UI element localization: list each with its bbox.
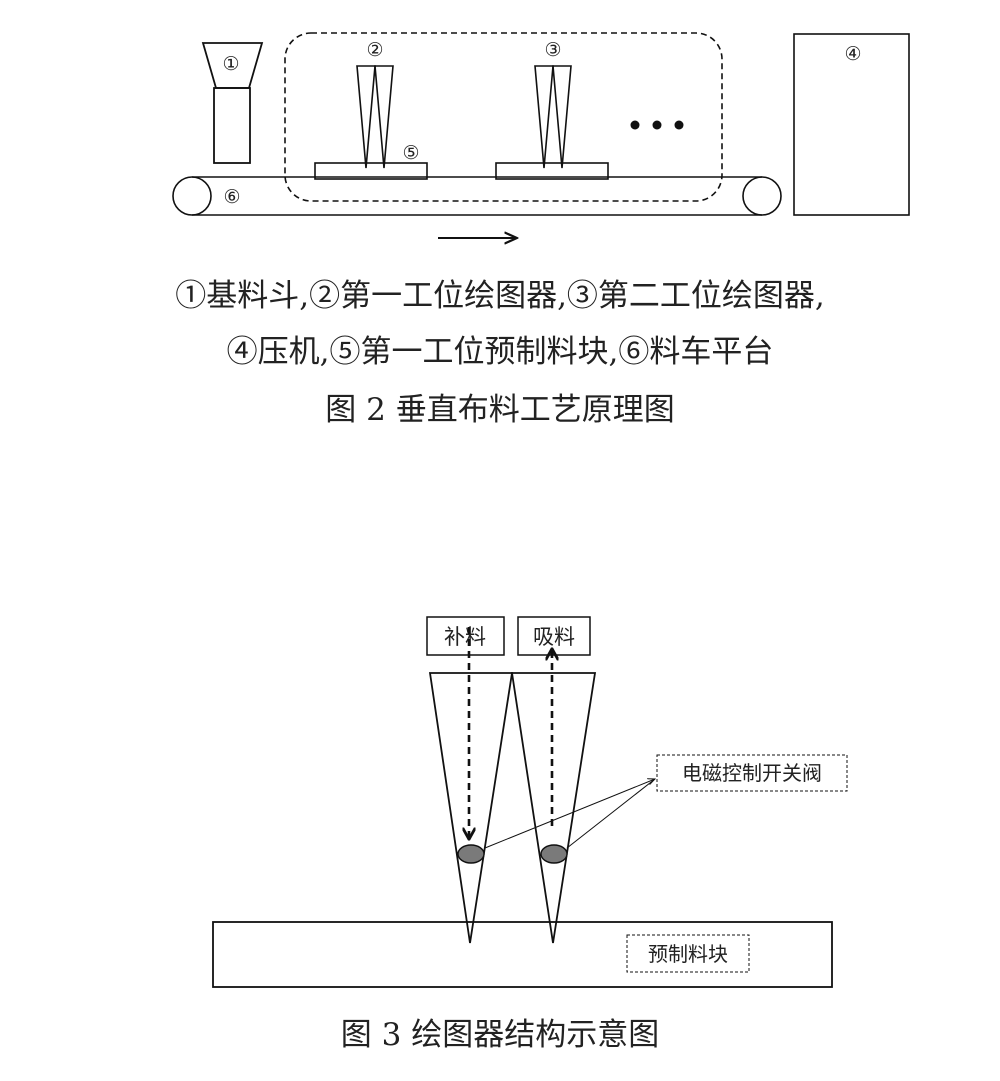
marker-4: ④ xyxy=(844,43,861,65)
marker-3: ③ xyxy=(544,39,561,61)
figure-2-diagram: ① ② ⑤ ③ ⑥ xyxy=(172,32,910,238)
suck-nozzle-cone xyxy=(510,672,597,944)
marker-1: ① xyxy=(222,53,239,75)
valve-label: 电磁控制开关阀 xyxy=(682,761,822,785)
valve-pointer-left xyxy=(484,779,655,849)
ellipsis-dots xyxy=(630,120,684,130)
fill-material-label: 补料 xyxy=(444,625,486,649)
press-machine: ④ xyxy=(793,33,910,216)
marker-5: ⑤ xyxy=(402,142,419,164)
block-label: 预制料块 xyxy=(648,942,728,966)
drawing-station-area xyxy=(284,32,723,202)
valve-ellipse-right xyxy=(540,844,568,864)
conveyor-platform: ⑥ xyxy=(172,176,782,216)
fill-material-label-box: 补料 xyxy=(426,616,505,656)
figure-3-caption: 图 3 绘图器结构示意图 xyxy=(341,1017,659,1053)
suck-material-label: 吸料 xyxy=(533,625,575,649)
plotter-station-2: ③ xyxy=(534,39,572,169)
valve-pointer-right xyxy=(566,778,656,849)
figure-2-legend-line-2: ④压机,⑤第一工位预制料块,⑥料车平台 xyxy=(227,334,774,370)
figure-2-caption: 图 2 垂直布料工艺原理图 xyxy=(325,392,674,428)
block-label-box: 预制料块 xyxy=(626,934,750,973)
base-hopper: ① xyxy=(201,42,264,164)
suck-material-label-box: 吸料 xyxy=(517,616,591,656)
valve-label-box: 电磁控制开关阀 xyxy=(656,754,848,792)
preformed-block xyxy=(212,921,833,988)
fill-nozzle-cone xyxy=(428,672,514,944)
figure-3-diagram: 补料 吸料 电磁控制开关阀 预制料块 xyxy=(212,616,848,988)
marker-6: ⑥ xyxy=(223,186,240,208)
figure-2-legend-line-1: ①基料斗,②第一工位绘图器,③第二工位绘图器, xyxy=(175,278,825,314)
marker-2: ② xyxy=(366,39,383,61)
plotter-station-1: ② xyxy=(356,39,394,169)
preformed-block-2 xyxy=(495,162,609,180)
valve-ellipse-left xyxy=(457,844,485,864)
preformed-block-1 xyxy=(314,162,428,180)
